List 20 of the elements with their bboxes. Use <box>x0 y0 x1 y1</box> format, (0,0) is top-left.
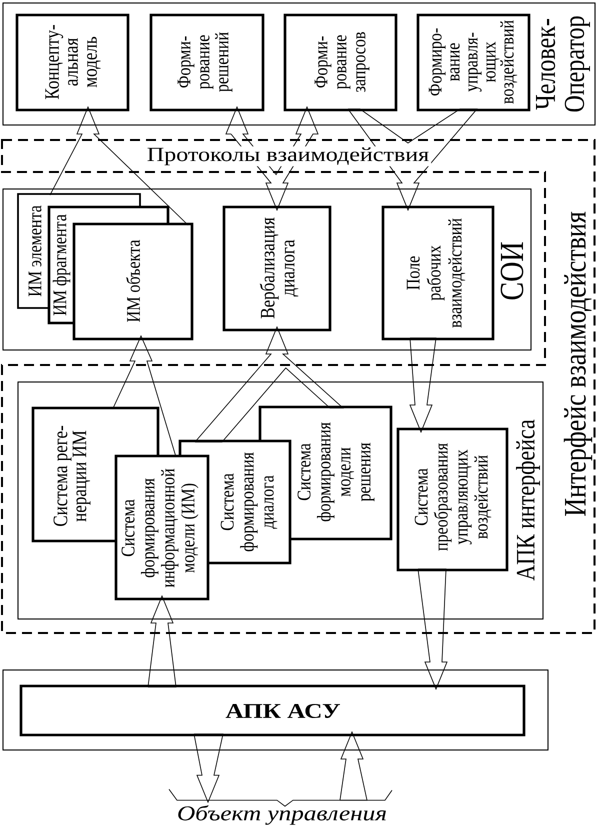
process-box: ИМ объекта <box>72 222 194 340</box>
process-box: Вербализация диалога <box>222 206 332 332</box>
process-box: Система формирования информационной модели (ИМ) <box>114 454 210 600</box>
process-box: Поле рабочих взаимодействий <box>382 206 494 340</box>
node-label: Объект управления <box>178 805 386 825</box>
hollow-arrow <box>112 335 176 458</box>
process-box: АПК АСУ <box>20 684 526 736</box>
hollow-arrow <box>194 734 224 804</box>
hollow-arrow <box>347 108 478 212</box>
process-box: Система преобразования управляющих воздействий <box>396 428 508 572</box>
process-box: Концепту- альная модель <box>16 14 130 112</box>
process-box: Форми- рование запросов <box>284 14 398 112</box>
hollow-arrow <box>148 594 176 688</box>
process-box: Формиро- вание управля- ющих воздействий <box>416 14 530 112</box>
hollow-arrow <box>50 106 188 226</box>
process-box: Форми- рование решений <box>150 14 264 112</box>
hollow-arrow <box>194 326 344 442</box>
hollow-arrow <box>418 568 448 690</box>
hollow-arrow <box>340 730 368 801</box>
hollow-arrow <box>409 338 436 434</box>
